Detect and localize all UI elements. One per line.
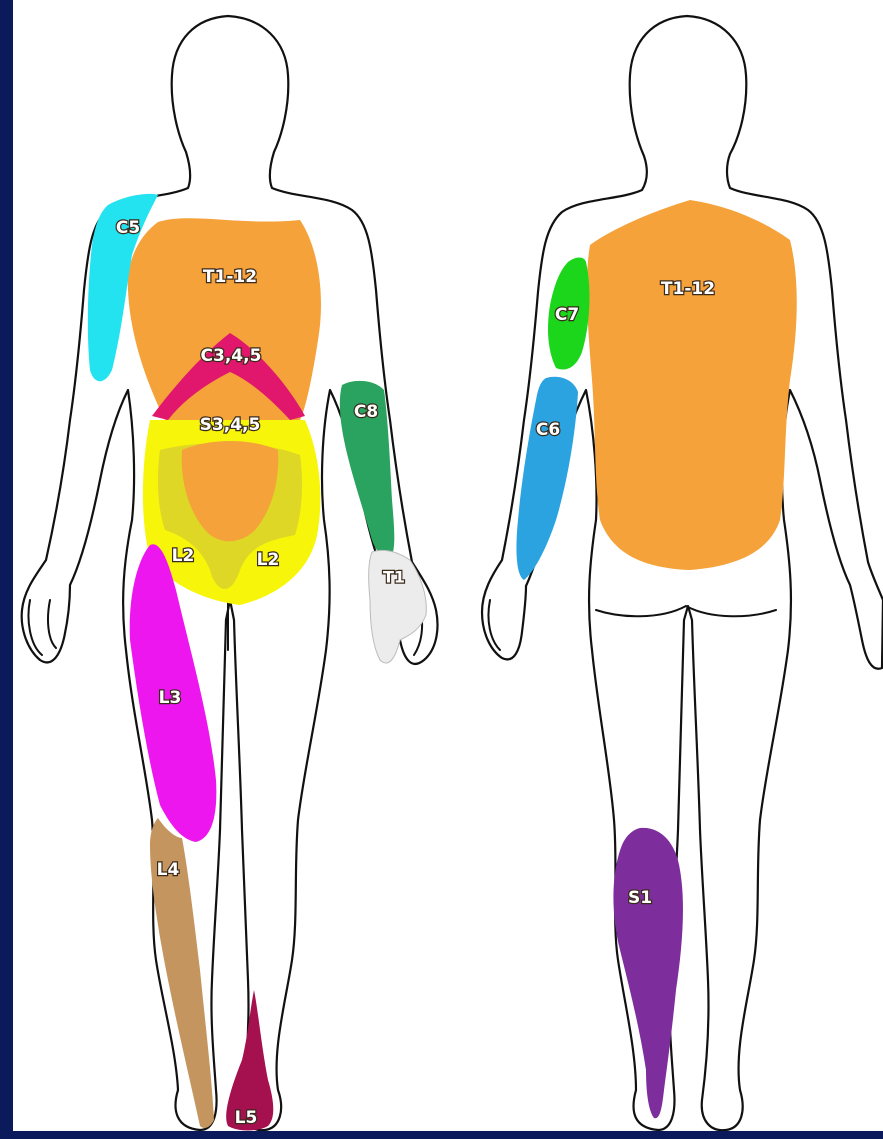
label-front-c5: C5	[116, 218, 140, 238]
label-front-l3: L3	[159, 688, 182, 708]
back-figure	[482, 16, 883, 1130]
label-front-t1: T1	[383, 568, 405, 587]
label-back-c7: C7	[555, 305, 579, 325]
label-back-c6: C6	[536, 420, 560, 440]
label-back-t1-12: T1-12	[661, 279, 715, 299]
bottom-border	[0, 1131, 883, 1139]
front-t1-12-region	[128, 218, 321, 420]
label-front-c345: C3,4,5	[201, 346, 262, 366]
label-back-s1: S1	[628, 888, 652, 908]
label-front-l5: L5	[235, 1108, 258, 1128]
label-front-s345: S3,4,5	[200, 415, 261, 435]
label-front-t1-12: T1-12	[203, 267, 257, 287]
label-front-l2-right: L2	[257, 550, 280, 570]
back-body-outline	[482, 16, 883, 1130]
back-t1-12-region	[587, 200, 797, 570]
label-front-l2-left: L2	[172, 546, 195, 566]
label-front-l4: L4	[157, 860, 180, 880]
label-front-c8: C8	[354, 402, 378, 422]
